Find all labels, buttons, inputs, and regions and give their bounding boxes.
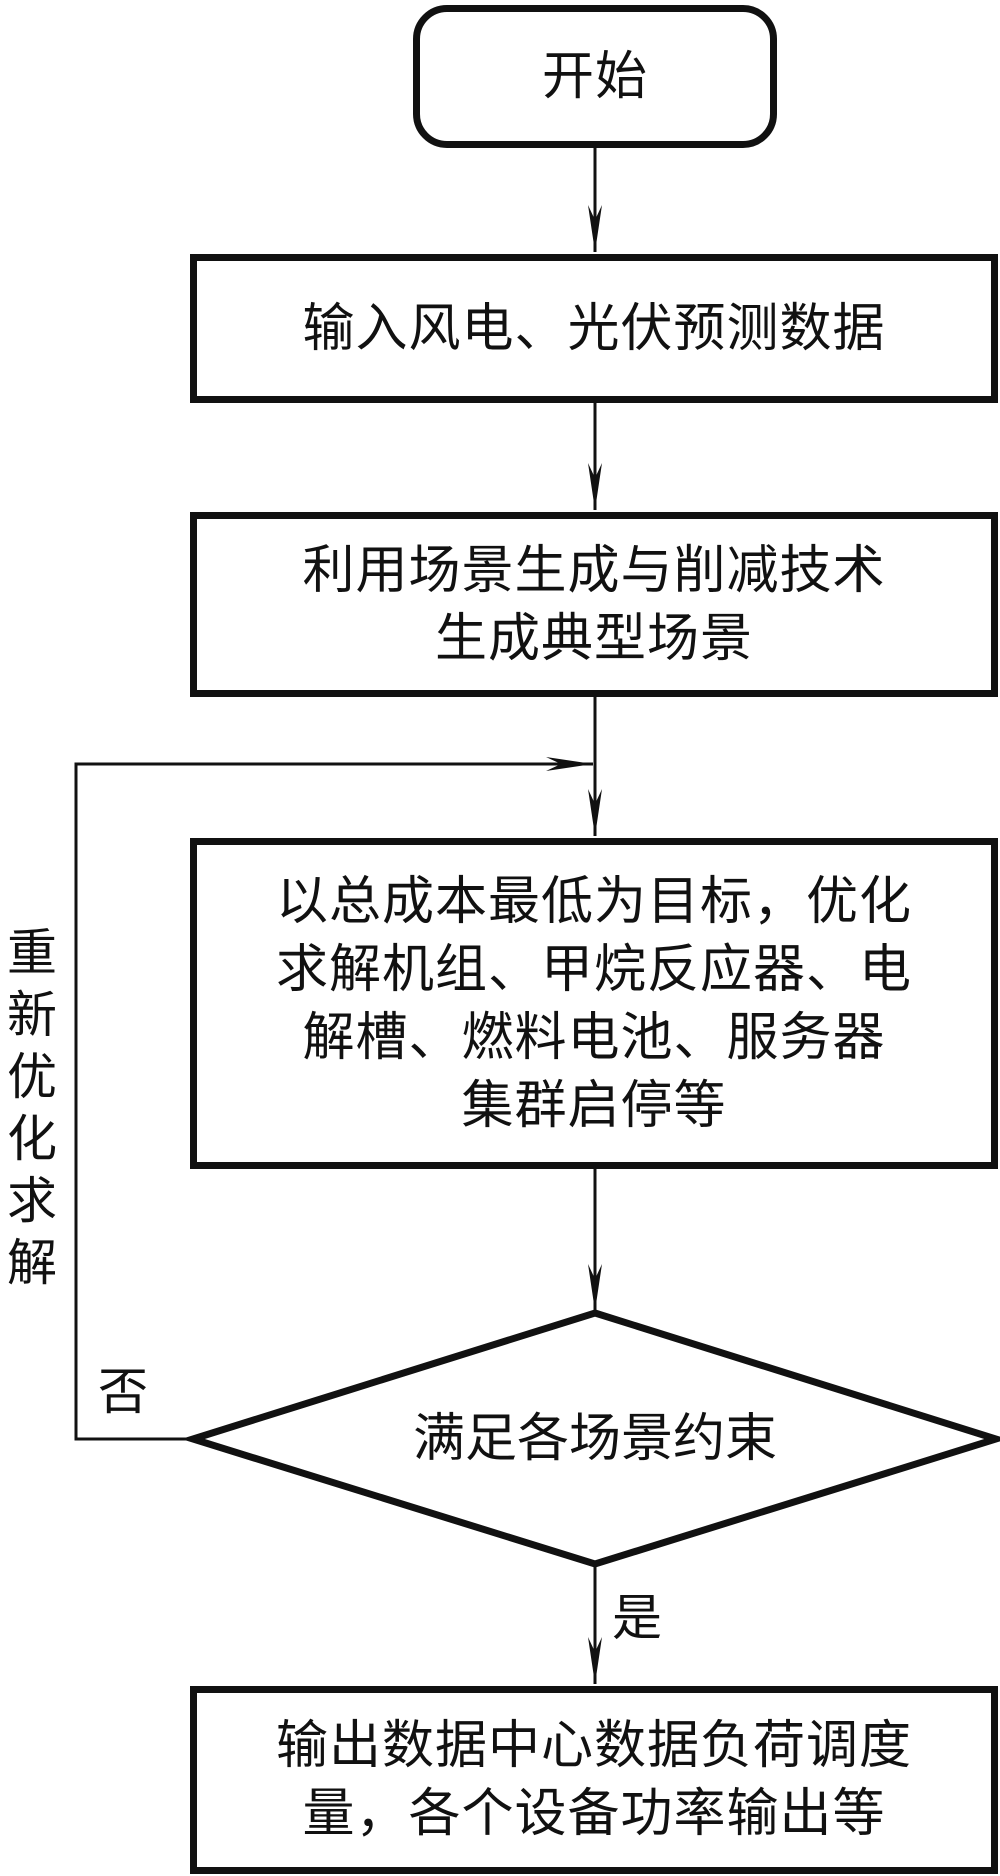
step-text: 以总成本最低为目标，优化 求解机组、甲烷反应器、电 解槽、燃料电池、服务器 集群… bbox=[234, 868, 954, 1140]
step-text: 输出数据中心数据负荷调度 量，各个设备功率输出等 bbox=[224, 1712, 964, 1848]
loop-back-connector bbox=[74, 762, 593, 1441]
loop-label-char: 求 bbox=[7, 1172, 57, 1230]
loop-label-char: 优 bbox=[7, 1048, 57, 1106]
step-text: 利用场景生成与削减技术 生成典型场景 bbox=[234, 537, 954, 673]
decision-diamond bbox=[181, 1309, 1000, 1568]
no-label: 否 bbox=[98, 1363, 148, 1421]
step-scenario-generation: 利用场景生成与削减技术 生成典型场景 bbox=[190, 512, 998, 697]
step-input-forecast: 输入风电、光伏预测数据 bbox=[190, 254, 998, 403]
step-line: 解槽、燃料电池、服务器 bbox=[302, 1007, 886, 1068]
step-line: 求解机组、甲烷反应器、电 bbox=[275, 939, 912, 1000]
loop-label: 重 新 优 化 求 解 bbox=[2, 922, 62, 1294]
step-line: 输出数据中心数据负荷调度 bbox=[275, 1716, 912, 1776]
step-optimize: 以总成本最低为目标，优化 求解机组、甲烷反应器、电 解槽、燃料电池、服务器 集群… bbox=[190, 838, 998, 1169]
loop-label-char: 解 bbox=[7, 1234, 57, 1292]
start-node: 开始 bbox=[413, 5, 777, 148]
step-line: 生成典型场景 bbox=[434, 608, 753, 669]
loop-label-char: 重 bbox=[7, 924, 57, 982]
decision-label: 满足各场景约束 bbox=[412, 1409, 777, 1469]
yes-label: 是 bbox=[612, 1589, 662, 1647]
end-node-output: 输出数据中心数据负荷调度 量，各个设备功率输出等 bbox=[190, 1686, 998, 1874]
step-line: 利用场景生成与削减技术 bbox=[302, 540, 886, 601]
start-label: 开始 bbox=[541, 46, 648, 107]
arrowhead-icon bbox=[588, 1264, 602, 1311]
arrowhead-icon bbox=[588, 463, 602, 510]
step-line: 量，各个设备功率输出等 bbox=[302, 1784, 886, 1844]
step-line: 以总成本最低为目标，优化 bbox=[275, 871, 912, 932]
arrowhead-icon bbox=[546, 757, 593, 771]
arrowhead-icon bbox=[588, 1637, 602, 1684]
step-line: 输入风电、光伏预测数据 bbox=[302, 298, 886, 359]
arrowhead-icon bbox=[588, 789, 602, 836]
step-text: 输入风电、光伏预测数据 bbox=[302, 295, 885, 363]
loop-label-char: 化 bbox=[7, 1110, 57, 1168]
arrowhead-icon bbox=[588, 205, 602, 252]
loop-label-char: 新 bbox=[7, 986, 57, 1044]
step-line: 集群启停等 bbox=[461, 1075, 727, 1136]
